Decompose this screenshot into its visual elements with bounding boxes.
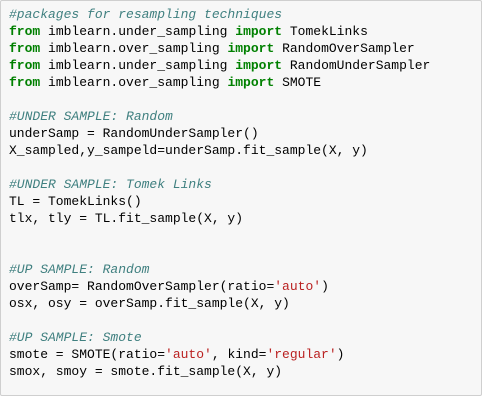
code-text: overSamp= RandomOverSampler(ratio= — [9, 279, 275, 294]
code-line: ​ — [9, 159, 481, 176]
comment: #UNDER SAMPLE: Tomek Links — [9, 177, 212, 192]
code-line: smox, smoy = smote.fit_sample(X, y) — [9, 363, 481, 380]
code-line: osx, osy = overSamp.fit_sample(X, y) — [9, 295, 481, 312]
code-line: #UNDER SAMPLE: Random — [9, 108, 481, 125]
keyword: import — [227, 75, 275, 90]
code-text: imblearn.under_sampling — [40, 58, 236, 73]
code-line: #UNDER SAMPLE: Tomek Links — [9, 176, 481, 193]
code-text: imblearn.over_sampling — [40, 75, 228, 90]
code-line: smote = SMOTE(ratio='auto', kind='regula… — [9, 346, 481, 363]
keyword: from — [9, 58, 41, 73]
code-line: tlx, tly = TL.fit_sample(X, y) — [9, 210, 481, 227]
code-line: ​ — [9, 312, 481, 329]
code-text: RandomOverSampler — [274, 41, 415, 56]
comment: #packages for resampling techniques — [9, 7, 283, 22]
code-text: imblearn.over_sampling — [40, 41, 228, 56]
code-text: ) — [336, 347, 345, 362]
code-text: TomekLinks — [282, 24, 368, 39]
code-text: tlx, tly = TL.fit_sample(X, y) — [9, 211, 244, 226]
string-literal: 'regular' — [266, 347, 337, 362]
keyword: import — [227, 41, 275, 56]
code-text: TL = TomekLinks() — [9, 194, 142, 209]
code-text: ) — [321, 279, 329, 294]
code-text: , kind= — [211, 347, 267, 362]
code-line: from imblearn.under_sampling import Tome… — [9, 23, 481, 40]
code-line: #packages for resampling techniques — [9, 6, 481, 23]
keyword: import — [235, 24, 283, 39]
code-text: SMOTE — [274, 75, 322, 90]
string-literal: 'auto' — [274, 279, 322, 294]
keyword: from — [9, 24, 41, 39]
comment: #UP SAMPLE: Smote — [9, 330, 142, 345]
code-text: X_sampled,y_sampeld=underSamp.fit_sample… — [9, 143, 368, 158]
code-line: TL = TomekLinks() — [9, 193, 481, 210]
code-text: underSamp = RandomUnderSampler() — [9, 126, 259, 141]
code-line: from imblearn.over_sampling import SMOTE — [9, 74, 481, 91]
code-line: underSamp = RandomUnderSampler() — [9, 125, 481, 142]
code-text: osx, osy = overSamp.fit_sample(X, y) — [9, 296, 290, 311]
code-text: smote = SMOTE(ratio= — [9, 347, 166, 362]
code-line: overSamp= RandomOverSampler(ratio='auto'… — [9, 278, 481, 295]
code-line: ​ — [9, 91, 481, 108]
comment: #UNDER SAMPLE: Random — [9, 109, 173, 124]
code-line: X_sampled,y_sampeld=underSamp.fit_sample… — [9, 142, 481, 159]
keyword: from — [9, 41, 41, 56]
code-line: ​ — [9, 244, 481, 261]
code-text: RandomUnderSampler — [282, 58, 431, 73]
code-text: imblearn.under_sampling — [40, 24, 236, 39]
string-literal: 'auto' — [165, 347, 212, 362]
code-text: smox, smoy = smote.fit_sample(X, y) — [9, 364, 283, 379]
code-line: #UP SAMPLE: Smote — [9, 329, 481, 346]
keyword: from — [9, 75, 41, 90]
keyword: import — [235, 58, 283, 73]
code-line: ​ — [9, 227, 481, 244]
comment: #UP SAMPLE: Random — [9, 262, 150, 277]
code-line: from imblearn.under_sampling import Rand… — [9, 57, 481, 74]
code-line: from imblearn.over_sampling import Rando… — [9, 40, 481, 57]
code-line: #UP SAMPLE: Random — [9, 261, 481, 278]
